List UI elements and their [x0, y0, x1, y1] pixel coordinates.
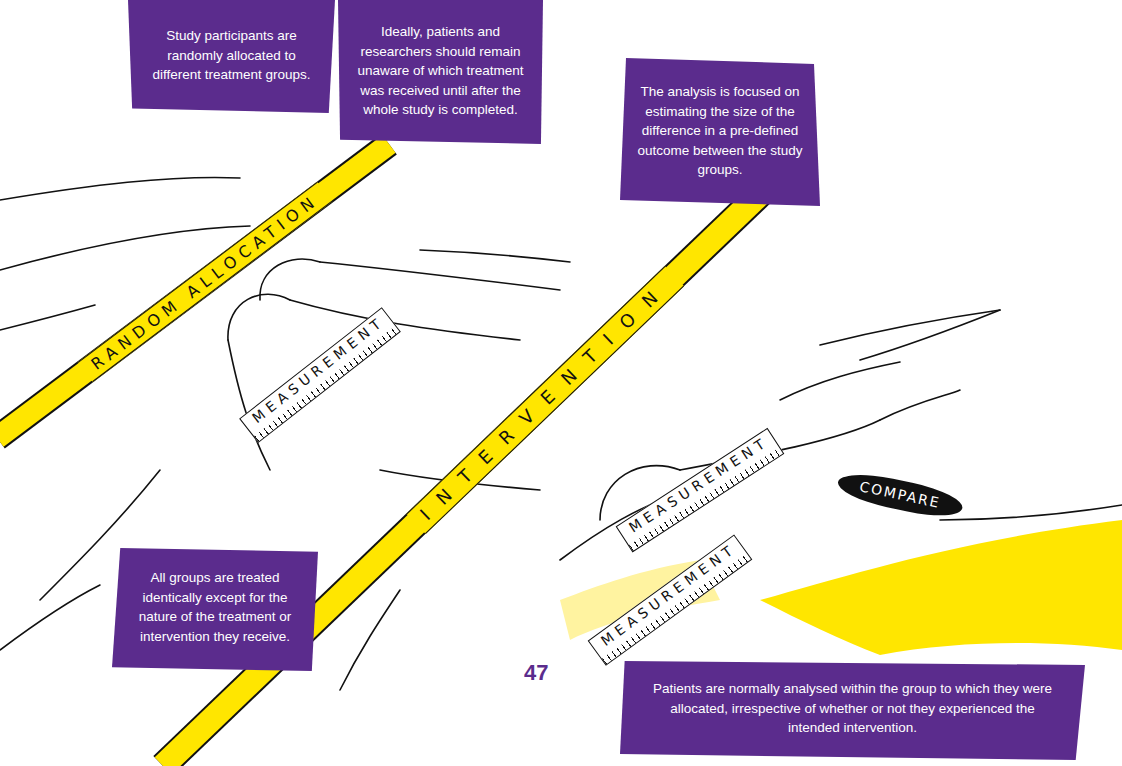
node-text: RANDOM ALLOCATION: [87, 190, 322, 374]
callout-box: Ideally, patients and researchers should…: [338, 0, 543, 144]
node-text: MEASUREMENT: [626, 433, 772, 536]
measurement-ruler: MEASUREMENT: [588, 534, 753, 665]
callout-box: Patients are normally analysed within th…: [620, 661, 1085, 760]
node-text: Ideally, patients and researchers should…: [352, 22, 529, 120]
random-allocation-band: RANDOM ALLOCATION: [78, 182, 333, 383]
intervention-band: INTERVENTION: [406, 266, 683, 534]
measurement-ruler: MEASUREMENT: [616, 428, 785, 553]
node-text: All groups are treated identically excep…: [130, 568, 300, 646]
callout-box: Study participants are randomly allocate…: [128, 0, 335, 113]
page-number: 47: [524, 660, 548, 686]
node-text: The analysis is focused on estimating th…: [636, 82, 804, 180]
node-text: MEASUREMENT: [249, 313, 388, 427]
callout-box: The analysis is focused on estimating th…: [620, 58, 820, 206]
node-text: INTERVENTION: [416, 275, 675, 524]
callout-box: All groups are treated identically excep…: [112, 548, 318, 671]
measurement-ruler: MEASUREMENT: [239, 307, 401, 443]
node-text: Patients are normally analysed within th…: [646, 679, 1059, 738]
node-text: MEASUREMENT: [598, 540, 740, 649]
node-text: Study participants are randomly allocate…: [146, 26, 317, 85]
node-text: COMPARE: [858, 478, 942, 512]
compare-blob: COMPARE: [835, 468, 965, 522]
